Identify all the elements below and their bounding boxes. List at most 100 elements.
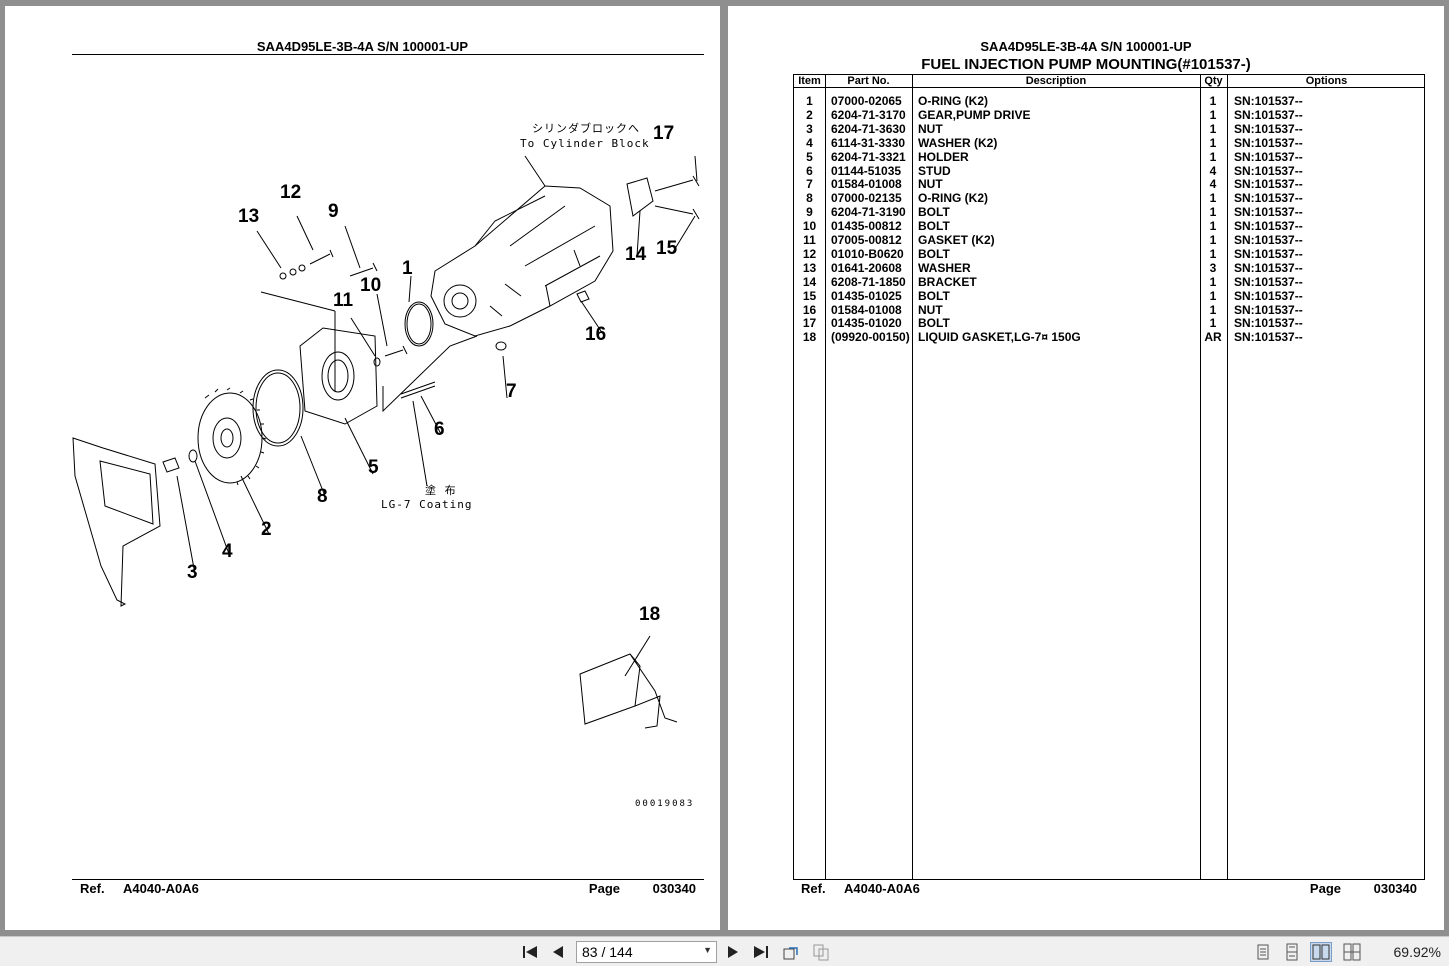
cell-options: SN:101537-- <box>1234 288 1303 303</box>
callout-15: 15 <box>656 238 678 259</box>
page-header-left: SAA4D95LE-3B-4A S/N 100001-UP <box>256 39 469 54</box>
cell-part-no: 01435-01025 <box>831 288 902 303</box>
stud-6 <box>400 381 436 399</box>
nut-16 <box>576 290 590 303</box>
ref-label: Ref. <box>80 881 105 896</box>
cell-qty: 1 <box>1209 149 1217 164</box>
page-title: FUEL INJECTION PUMP MOUNTING(#101537-) <box>921 56 1251 73</box>
nut-3 <box>162 457 180 473</box>
bolt-12 <box>309 249 334 265</box>
cell-options: SN:101537-- <box>1234 274 1303 289</box>
page-number-field[interactable]: 83 / 144 ▼ <box>576 941 717 963</box>
cell-description: BOLT <box>918 219 950 234</box>
callout-13: 13 <box>238 206 260 227</box>
cell-qty: AR <box>1204 330 1222 345</box>
continuous-icon[interactable] <box>1281 942 1303 962</box>
cell-description: BRACKET <box>918 274 977 289</box>
cell-part-no: 6208-71-1850 <box>831 274 906 289</box>
cell-qty: 3 <box>1209 260 1217 275</box>
two-page-icon[interactable] <box>1310 942 1332 962</box>
gasket-11 <box>373 357 381 367</box>
ref-value: A4040-A0A6 <box>844 881 920 896</box>
next-page-icon[interactable] <box>723 942 743 962</box>
cell-options: SN:101537-- <box>1234 94 1303 108</box>
cell-item: 9 <box>806 205 813 220</box>
page-right: SAA4D95LE-3B-4A S/N 100001-UP FUEL INJEC… <box>728 6 1444 930</box>
copy-icon[interactable] <box>811 942 831 962</box>
gear-hub <box>220 428 234 448</box>
gear-inner <box>212 417 242 459</box>
callout-11: 11 <box>333 290 354 311</box>
cell-item: 14 <box>802 274 817 289</box>
washer-13a <box>279 272 287 280</box>
cell-description: O-RING (K2) <box>918 191 988 206</box>
cell-part-no: 6204-71-3630 <box>831 121 906 136</box>
cell-description: BOLT <box>918 246 950 261</box>
cell-description: STUD <box>918 163 951 178</box>
gear-teeth <box>204 387 267 486</box>
cell-qty: 1 <box>1209 316 1217 331</box>
callout-8: 8 <box>317 486 328 507</box>
table-header: Item Part No. Description Qty Options <box>794 75 1424 88</box>
cell-part-no: 6204-71-3190 <box>831 205 906 220</box>
cell-qty: 1 <box>1209 233 1217 247</box>
cell-item: 2 <box>806 107 813 122</box>
cell-qty: 1 <box>1209 205 1217 220</box>
callout-16: 16 <box>585 324 607 345</box>
cell-qty: 1 <box>1209 191 1217 206</box>
cell-item: 4 <box>806 135 813 150</box>
page-footer-left: Ref. A4040-A0A6 Page 030340 <box>72 879 704 899</box>
cell-part-no: 01010-B0620 <box>831 246 904 261</box>
liquid-gasket-tube <box>579 653 678 729</box>
prev-page-icon[interactable] <box>548 942 568 962</box>
cell-item: 18 <box>802 330 817 345</box>
page-indicator: 83 / 144 <box>582 944 633 960</box>
cell-description: O-RING (K2) <box>918 94 988 108</box>
header-item: Item <box>798 75 821 87</box>
cell-description: LIQUID GASKET,LG-7¤ 150G <box>918 330 1081 345</box>
callout-4: 4 <box>222 541 233 562</box>
first-page-icon[interactable] <box>520 942 540 962</box>
zoom-level[interactable]: 69.92% <box>1393 944 1441 960</box>
callout-6: 6 <box>434 419 445 440</box>
facing-icon[interactable] <box>1341 942 1363 962</box>
rotate-icon[interactable] <box>781 942 801 962</box>
cell-qty: 1 <box>1209 274 1217 289</box>
ref-label: Ref. <box>801 881 826 896</box>
single-page-icon[interactable] <box>1252 942 1274 962</box>
callout-14: 14 <box>625 244 647 265</box>
engine-plate-outline <box>72 437 161 607</box>
cell-part-no: 01144-51035 <box>831 163 902 178</box>
last-page-icon[interactable] <box>751 942 771 962</box>
page-value: 030340 <box>652 881 696 896</box>
cell-item: 15 <box>802 288 817 303</box>
cell-item: 5 <box>806 149 813 164</box>
cell-item: 16 <box>802 302 817 317</box>
cell-part-no: 6204-71-3170 <box>831 107 906 122</box>
note-coating-jp: 塗 布 <box>425 484 457 497</box>
cell-options: SN:101537-- <box>1234 205 1303 220</box>
callout-12: 12 <box>280 182 302 203</box>
cell-item: 7 <box>806 177 813 192</box>
cell-options: SN:101537-- <box>1234 219 1303 234</box>
cell-options: SN:101537-- <box>1234 233 1303 247</box>
page-label: Page <box>588 881 620 896</box>
cell-item: 10 <box>802 219 817 234</box>
cell-description: WASHER <box>918 260 971 275</box>
drawing-number: 00019083 <box>635 799 695 809</box>
cell-qty: 1 <box>1209 94 1217 108</box>
callout-18: 18 <box>639 604 661 625</box>
engine-plate-opening <box>99 460 154 525</box>
cell-description: NUT <box>918 302 943 317</box>
cell-description: HOLDER <box>918 149 969 164</box>
